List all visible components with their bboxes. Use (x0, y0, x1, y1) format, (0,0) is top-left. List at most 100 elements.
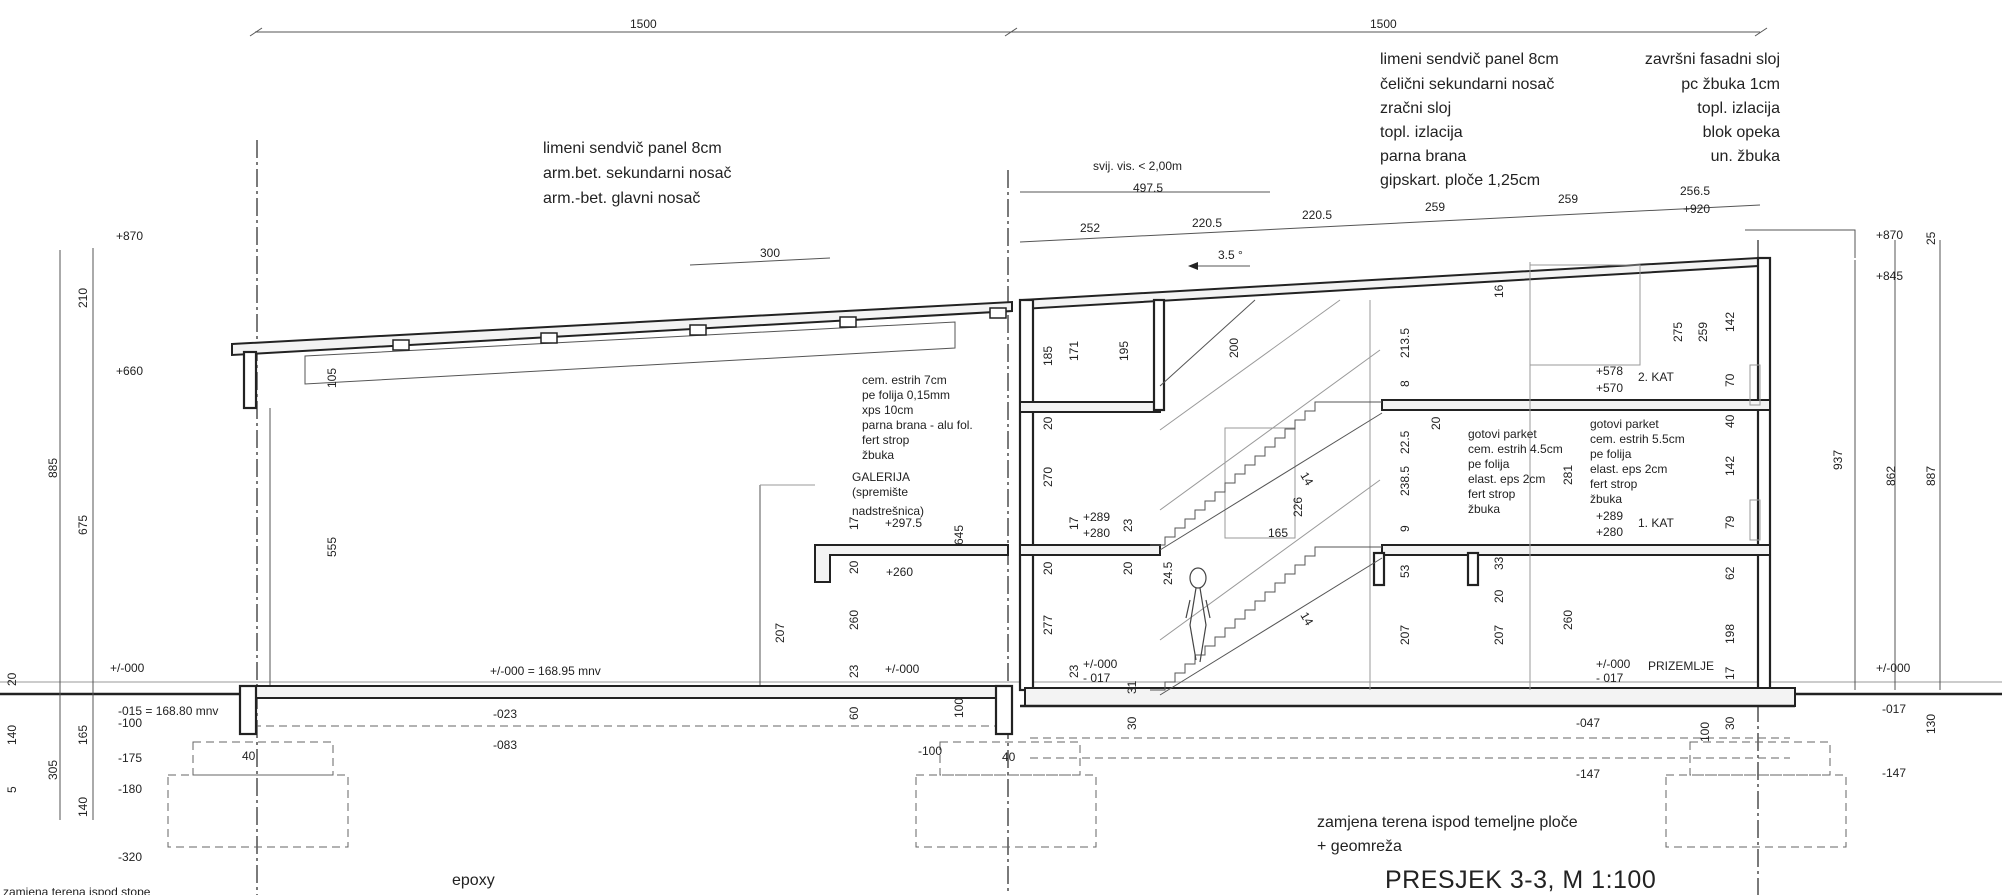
dim-213-5: 213.5 (1398, 328, 1412, 358)
dim-20-c: 20 (1041, 416, 1055, 430)
level-000-right: +/-000 (1083, 657, 1118, 671)
note-facade-layer-3: topl. izlacija (1697, 100, 1780, 117)
zero-reference: +/-000 = 168.95 mnv (490, 664, 601, 678)
dim-259-c: 259 (1696, 322, 1710, 342)
note-left-roof-3: arm.-bet. glavni nosač (543, 190, 700, 207)
level-minus147-b: -147 (1882, 766, 1906, 780)
dim-20-e: 20 (1121, 561, 1135, 575)
gallery-name-3: nadstrešnica) (852, 504, 924, 518)
level-minus017-b: - 017 (1596, 671, 1624, 685)
dim-198: 198 (1723, 624, 1737, 644)
dim-252: 252 (1080, 221, 1100, 235)
gallery-layer-2: pe folija 0,15mm (862, 388, 950, 402)
dim-226: 226 (1291, 497, 1305, 517)
dim-31: 31 (1125, 680, 1139, 694)
notes-floor-mid: gotovi parket cem. estrih 4.5cm pe folij… (1468, 427, 1563, 516)
epoxy-note: epoxy (452, 872, 495, 889)
floor-mid-layer-3: pe folija (1468, 457, 1510, 471)
drawing-title: PRESJEK 3-3, M 1:100 (1385, 866, 1656, 894)
dim-20-f: 20 (1429, 416, 1443, 430)
level-minus100-left: -100 (118, 716, 142, 730)
dim-277: 277 (1041, 615, 1055, 635)
gallery-layer-4: parna brana - alu fol. (862, 418, 973, 432)
floor-label-prizemlje: PRIZEMLJE (1648, 659, 1714, 673)
dim-185: 185 (1041, 346, 1055, 366)
gallery-layer-6: žbuka (862, 448, 894, 462)
dim-142-b: 142 (1723, 456, 1737, 476)
gallery-name: GALERIJA (852, 470, 910, 484)
dim-79: 79 (1723, 515, 1737, 529)
level-570: +570 (1596, 381, 1623, 395)
gallery-layer-3: xps 10cm (862, 403, 913, 417)
level-660: +660 (116, 364, 143, 378)
dim-260-a: 260 (847, 610, 861, 630)
dim-53: 53 (1398, 564, 1412, 578)
floor-mid-layer-2: cem. estrih 4.5cm (1468, 442, 1563, 456)
level-minus175: -175 (118, 751, 142, 765)
person-figure (1185, 567, 1211, 663)
level-000-left: +/-000 (110, 661, 145, 675)
floor-mid-layer-5: fert strop (1468, 487, 1516, 501)
dimension-lines (59, 191, 1941, 820)
floor-right-layer-6: žbuka (1590, 492, 1622, 506)
floor-label-2-kat: 2. KAT (1638, 370, 1674, 384)
level-minus180: -180 (118, 782, 142, 796)
grid-axes (256, 140, 1759, 895)
dim-17-c: 17 (1723, 666, 1737, 680)
dim-275: 275 (1671, 322, 1685, 342)
level-289-b: +289 (1596, 509, 1623, 523)
level-280-b: +280 (1596, 525, 1623, 539)
notes-floor-right: gotovi parket cem. estrih 5.5cm pe folij… (1590, 417, 1685, 506)
level-minus147-a: -147 (1576, 767, 1600, 781)
dim-497-5: 497.5 (1133, 181, 1163, 195)
dim-40-b: 40 (1002, 750, 1016, 764)
level-289-a: +289 (1083, 510, 1110, 524)
dim-555: 555 (325, 537, 339, 557)
note-facade-layer-4: blok opeka (1703, 124, 1780, 141)
level-920: +920 (1683, 202, 1710, 216)
dim-40-a: 40 (242, 749, 256, 763)
note-roof-layer-1: limeni sendvič panel 8cm (1380, 51, 1559, 68)
floor-right-layer-1: gotovi parket (1590, 417, 1659, 431)
level-minus047: -047 (1576, 716, 1600, 730)
slope-arrow: 3.5 ° (1188, 248, 1250, 270)
level-minus320: -320 (118, 850, 142, 864)
note-roof-layer-6: gipskart. ploče 1,25cm (1380, 172, 1540, 189)
dim-1500-left: 1500 (630, 17, 657, 31)
floor-mid-layer-4: elast. eps 2cm (1468, 472, 1545, 486)
dim-675: 675 (76, 515, 90, 535)
dim-20-g: 20 (1492, 589, 1506, 603)
dim-14-b: 14 (1297, 610, 1316, 629)
notes-gallery: cem. estrih 7cm pe folija 0,15mm xps 10c… (852, 373, 973, 518)
dim-256-5: 256.5 (1680, 184, 1710, 198)
vertical-dims: 210 885 675 20 140 165 305 5 140 105 555… (5, 231, 1938, 817)
geogrid-note: + geomreža (1317, 838, 1402, 855)
note-facade-layer-5: un. žbuka (1711, 148, 1780, 165)
right-building (1018, 229, 1856, 708)
level-870-right: +870 (1876, 228, 1903, 242)
dim-23-a: 23 (847, 664, 861, 678)
dim-17-a: 17 (847, 516, 861, 530)
dim-23-c: 23 (1067, 664, 1081, 678)
dim-260-b: 260 (1561, 610, 1575, 630)
dim-20-b: 20 (847, 560, 861, 574)
level-minus100-mid: -100 (918, 744, 942, 758)
dim-259-b: 259 (1558, 192, 1578, 206)
level-minus017-c: -017 (1882, 702, 1906, 716)
foundations (167, 725, 1847, 848)
level-000-gallery: +/-000 (885, 662, 920, 676)
gallery-layer-1: cem. estrih 7cm (862, 373, 947, 387)
dim-24-5: 24.5 (1161, 561, 1175, 585)
note-facade-layer-2: pc žbuka 1cm (1681, 76, 1780, 93)
dim-17-b: 17 (1067, 516, 1081, 530)
level-578: +578 (1596, 364, 1623, 378)
level-minus083: -083 (493, 738, 517, 752)
floor-mid-layer-6: žbuka (1468, 502, 1500, 516)
dim-165-stair: 165 (1268, 526, 1288, 540)
dim-30-a: 30 (1125, 716, 1139, 730)
dim-142-a: 142 (1723, 312, 1737, 332)
level-260: +260 (886, 565, 913, 579)
left-hall (238, 408, 1014, 736)
dim-14-a: 14 (1297, 470, 1316, 489)
dim-9: 9 (1398, 525, 1412, 532)
